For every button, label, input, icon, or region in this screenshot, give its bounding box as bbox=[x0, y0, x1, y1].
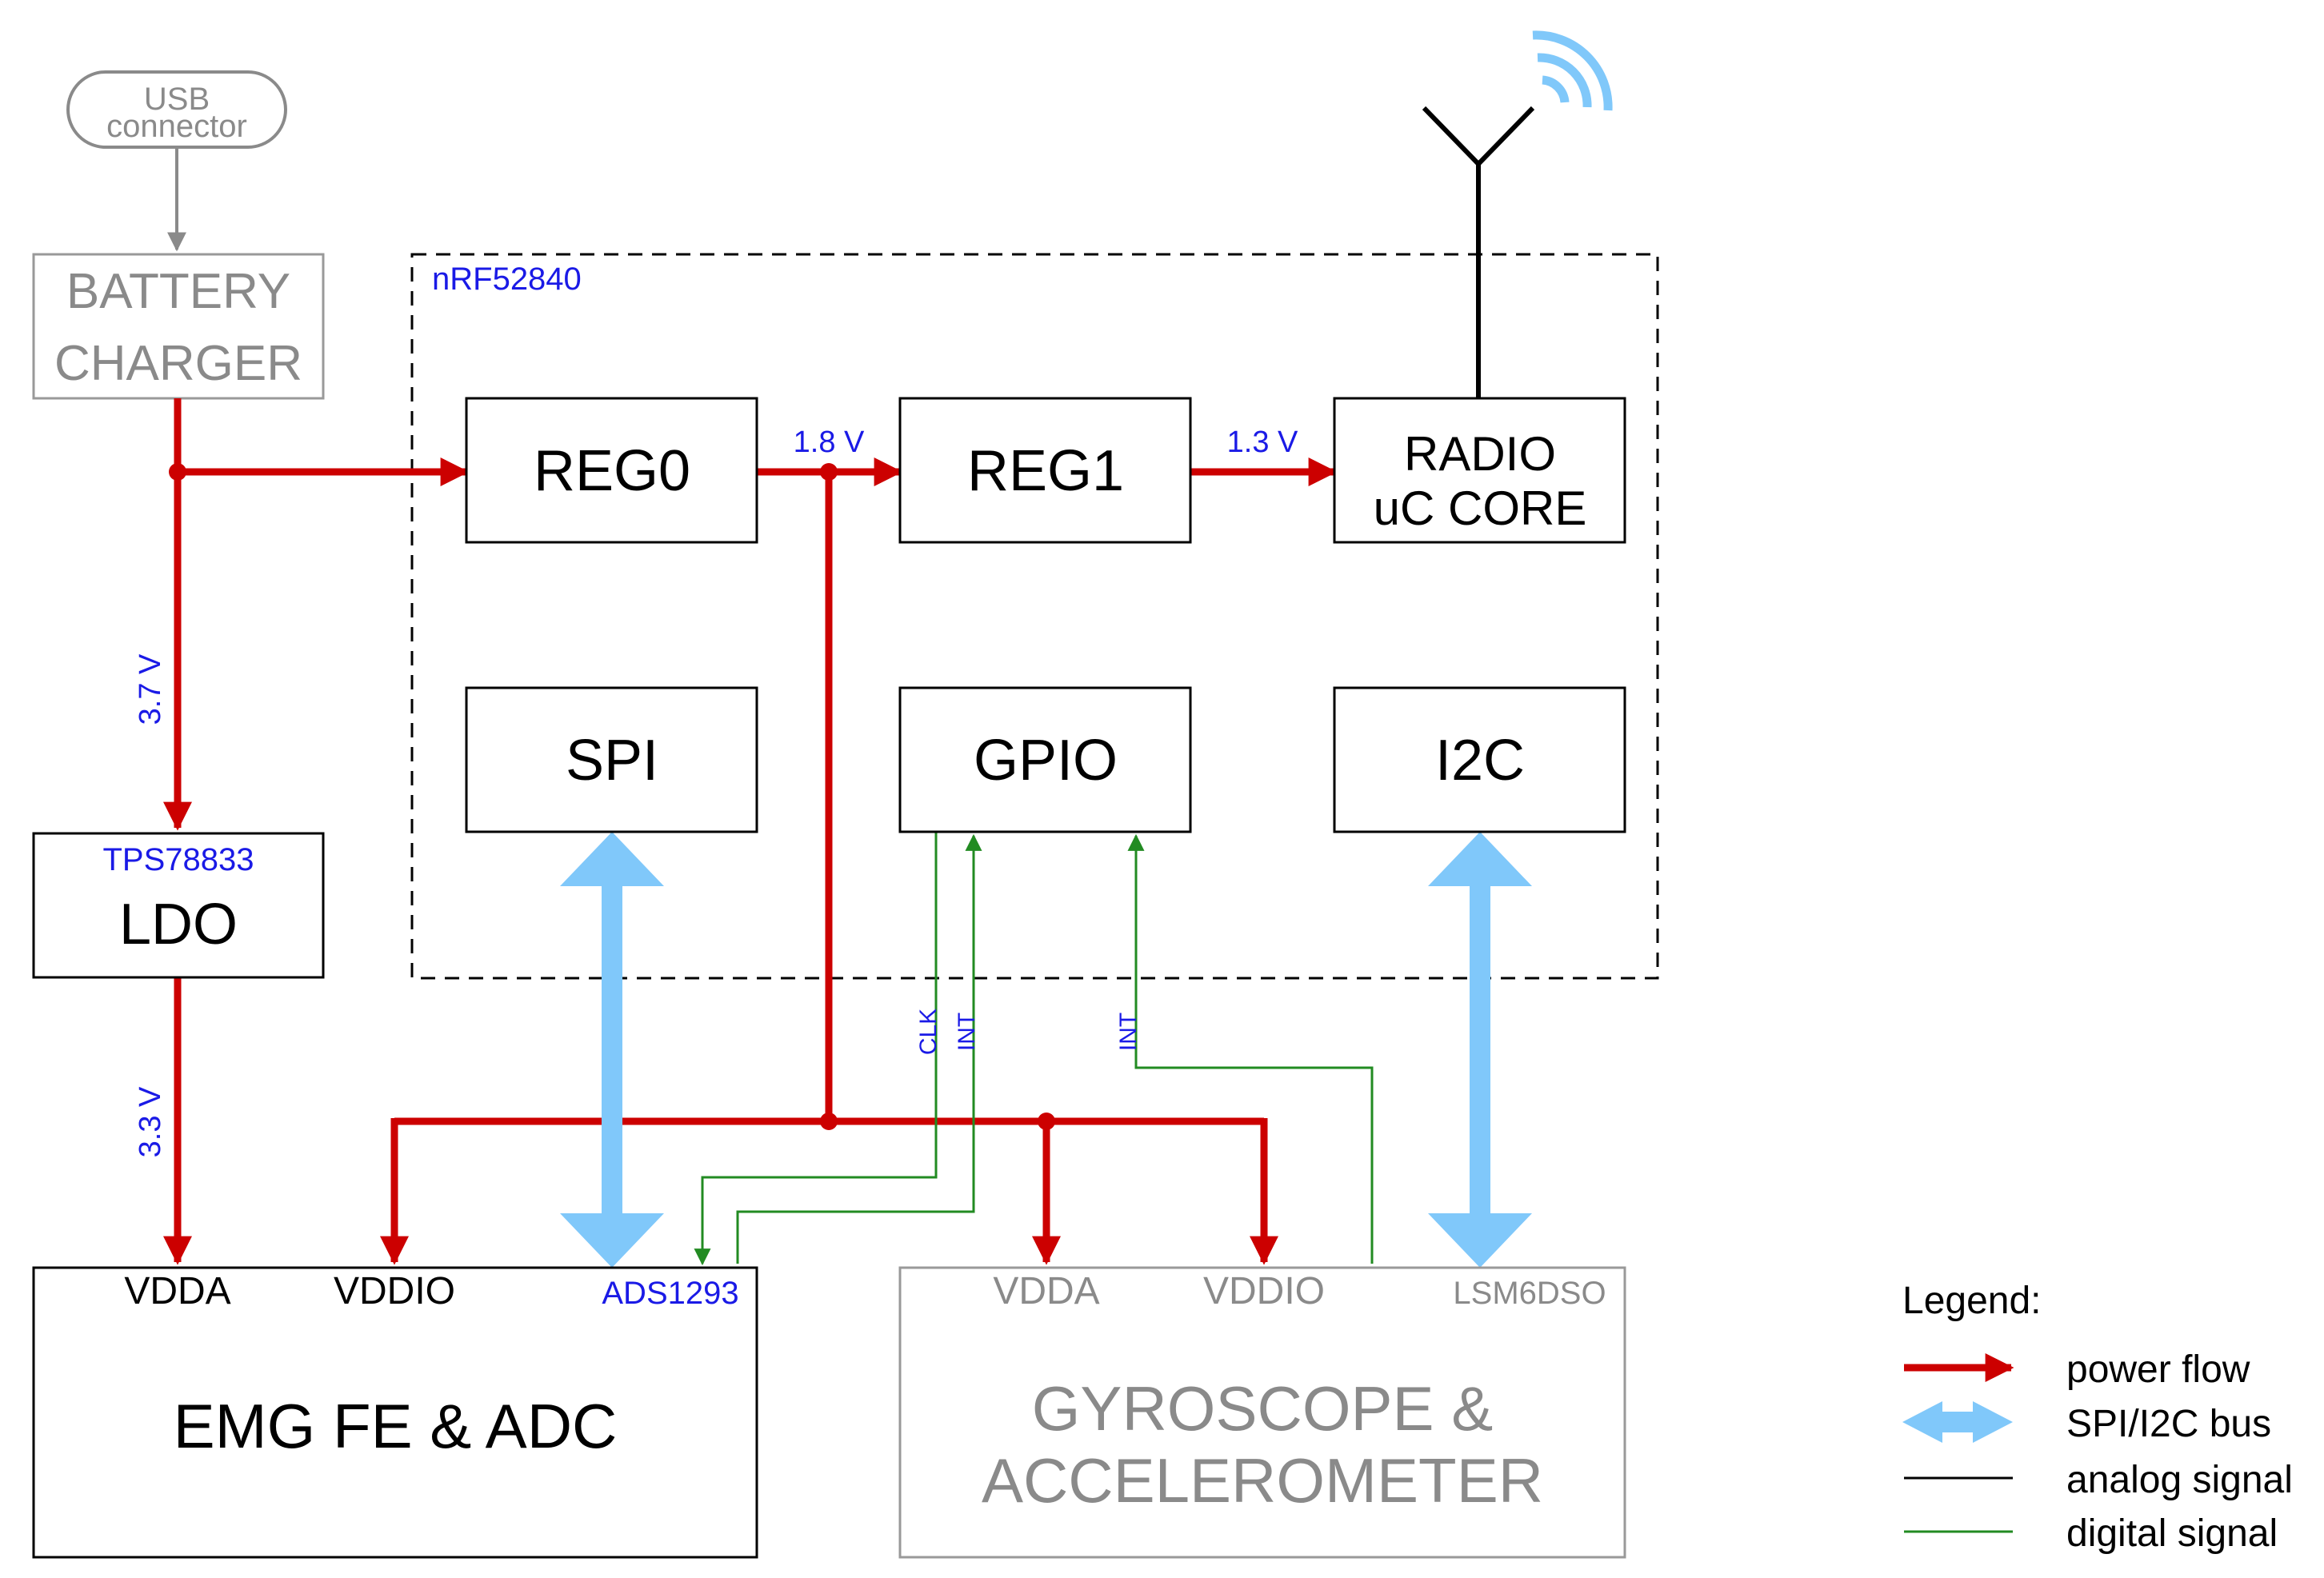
signal-label-clk: CLK bbox=[915, 1009, 942, 1055]
power-junction bbox=[169, 463, 186, 481]
spi-bus bbox=[560, 832, 664, 1268]
reg1-block bbox=[898, 397, 1192, 544]
soc-boundary bbox=[410, 253, 1659, 980]
voltage-label-3v7: 3.7 V bbox=[134, 653, 167, 725]
legend-title: Legend: bbox=[1902, 1280, 2042, 1322]
reg0-label: REG0 bbox=[534, 439, 690, 503]
wireless-signal-icon bbox=[1532, 30, 1613, 111]
emg-pin-vddio: VDDIO bbox=[334, 1270, 455, 1312]
imu-pin-vdda: VDDA bbox=[993, 1270, 1099, 1312]
legend-item-analog: analog signal bbox=[2066, 1459, 2293, 1501]
battery-charger-line1: BATTERY bbox=[66, 264, 290, 319]
emg-part-label: ADS1293 bbox=[602, 1276, 738, 1311]
ldo-part-label: TPS78833 bbox=[102, 842, 254, 877]
power-junction bbox=[1038, 1113, 1055, 1130]
voltage-label-1v8: 1.8 V bbox=[794, 425, 865, 459]
legend-item-power: power flow bbox=[2066, 1348, 2250, 1391]
emg-label: EMG FE & ADC bbox=[174, 1391, 618, 1461]
battery-charger-line2: CHARGER bbox=[54, 336, 302, 391]
legend-item-digital: digital signal bbox=[2066, 1512, 2278, 1555]
voltage-label-3v3: 3.3 V bbox=[134, 1086, 167, 1157]
radio-core-block bbox=[1333, 397, 1626, 544]
i2c-bus bbox=[1428, 832, 1532, 1268]
battery-charger-block bbox=[32, 253, 325, 400]
ldo-label: LDO bbox=[119, 893, 238, 957]
soc-label: nRF52840 bbox=[432, 262, 582, 297]
antenna-icon bbox=[1422, 106, 1535, 400]
imu-pin-vddio: VDDIO bbox=[1203, 1270, 1325, 1312]
imu-part-label: LSM6DSO bbox=[1453, 1276, 1606, 1311]
spi-block bbox=[465, 686, 758, 833]
usb-label-line2: connector bbox=[106, 109, 247, 144]
emg-block bbox=[32, 1266, 758, 1559]
radio-label-line2: uC CORE bbox=[1374, 481, 1587, 535]
ldo-block bbox=[32, 832, 325, 979]
imu-block bbox=[898, 1266, 1626, 1559]
reg1-label: REG1 bbox=[967, 439, 1124, 503]
i2c-label: I2C bbox=[1435, 729, 1525, 793]
power-junction bbox=[820, 463, 838, 481]
radio-label-line1: RADIO bbox=[1404, 427, 1556, 481]
gpio-block bbox=[898, 686, 1192, 833]
gpio-label: GPIO bbox=[974, 729, 1118, 793]
spi-label: SPI bbox=[566, 729, 658, 793]
power-junction bbox=[820, 1113, 838, 1130]
digital-signals bbox=[694, 832, 1374, 1266]
emg-pin-vdda: VDDA bbox=[124, 1270, 230, 1312]
imu-label-line2: ACCELEROMETER bbox=[982, 1445, 1543, 1516]
signal-label-int-emg: INT bbox=[954, 1013, 980, 1051]
legend-item-bus: SPI/I2C bus bbox=[2066, 1403, 2271, 1445]
usb-label-line1: USB bbox=[144, 82, 210, 117]
signal-label-int-imu: INT bbox=[1115, 1013, 1142, 1051]
legend: Legend: power flow SPI/I2C bus analog si… bbox=[1902, 1280, 2293, 1555]
reg0-block bbox=[465, 397, 758, 544]
legend-bus-swatch bbox=[1902, 1401, 2013, 1443]
i2c-block bbox=[1333, 686, 1626, 833]
imu-label-line1: GYROSCOPE & bbox=[1032, 1373, 1493, 1444]
voltage-label-1v3: 1.3 V bbox=[1227, 425, 1298, 459]
